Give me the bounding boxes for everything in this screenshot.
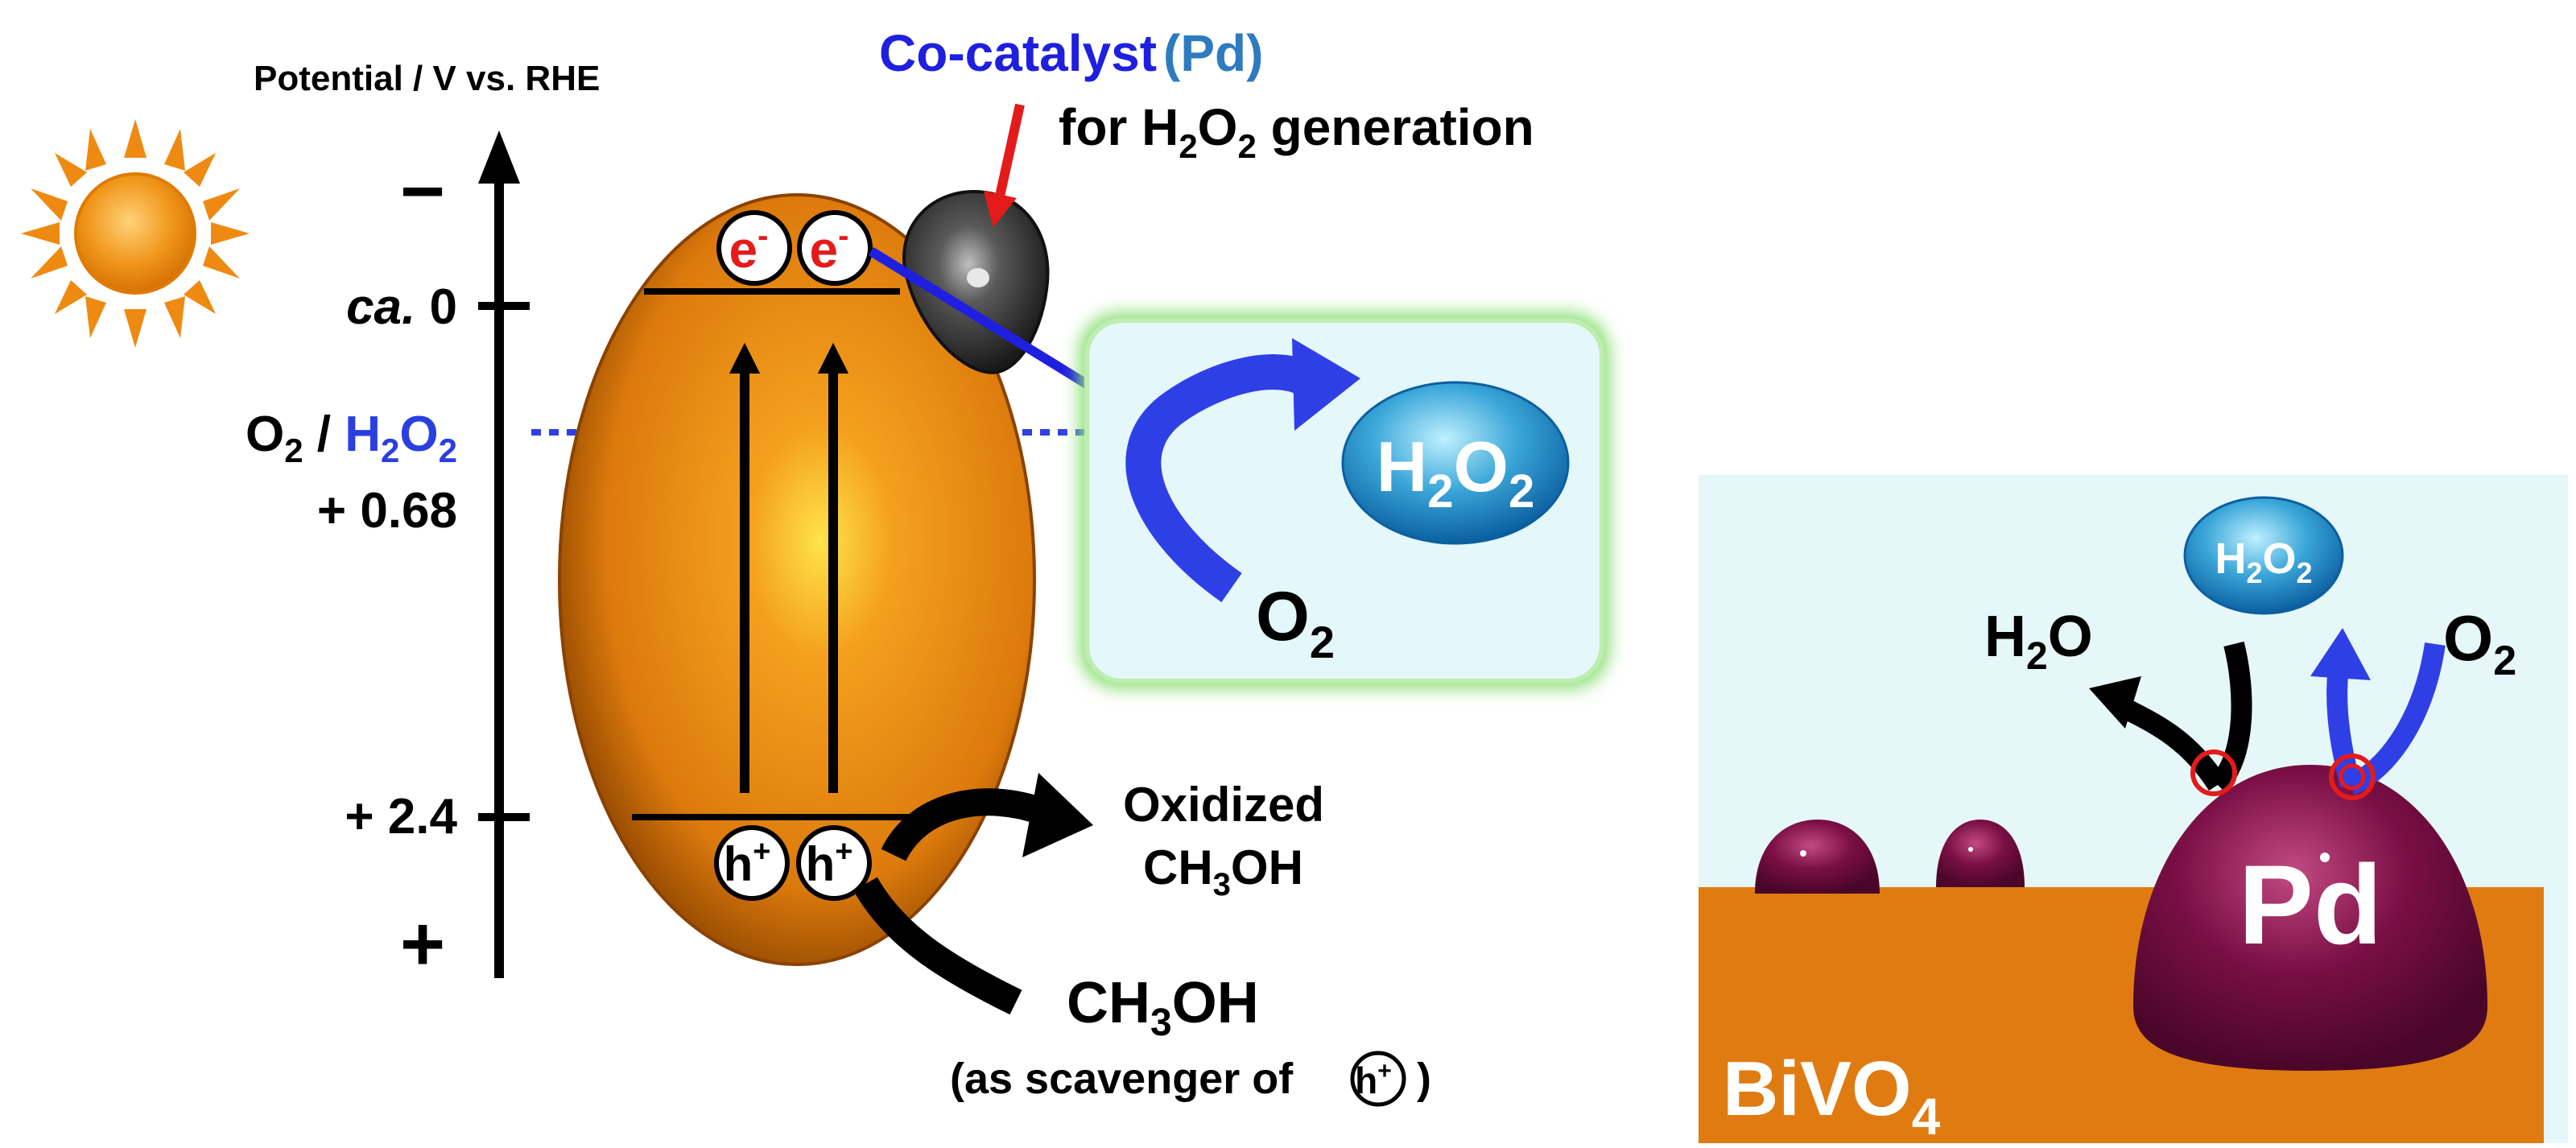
bivo4-label: BiVO4: [1723, 1046, 1941, 1146]
inset-o2-label: O2: [2443, 602, 2516, 684]
potential-axis: Potential / V vs. RHE − + ca. 0 O2 / H2O…: [246, 59, 600, 987]
h2o2-release-arrowhead: [2310, 628, 2371, 680]
cocatalyst-subtitle: for H2O2 generation: [1059, 98, 1534, 165]
inset-h2o-label: H2O: [1984, 605, 2093, 678]
svg-text:h+: h+: [1355, 1058, 1392, 1101]
inset-h2o2-label: H2O2: [2215, 535, 2312, 589]
level-o2-h2o2-label: O2 / H2O2: [246, 407, 457, 469]
bivo4-semiconductor: [558, 193, 1036, 966]
axis-title: Potential / V vs. RHE: [254, 59, 600, 98]
level-24-label: + 2.4: [345, 789, 457, 844]
svg-text:e-: e-: [810, 218, 849, 279]
active-site-circle-1: [2190, 750, 2237, 796]
hole-1: h+: [714, 825, 790, 901]
pd-surface-inset: Pd BiVO4 H2O O2 H2O2: [1699, 475, 2568, 1146]
svg-text:e-: e-: [729, 218, 769, 279]
h2o-release-arrowhead: [2089, 676, 2141, 729]
reduction-reaction-box: H2O2 O2: [1079, 312, 1610, 689]
o2-reactant-label: O2: [1256, 578, 1335, 667]
reduction-curve-arrow: [1125, 354, 1312, 603]
axis-minus-sign: −: [400, 148, 445, 234]
cocatalyst-pointer-arrow: [983, 103, 1025, 228]
h2o-release-curve: [2210, 641, 2252, 793]
svg-text:h+: h+: [724, 835, 771, 891]
level-068-label: + 0.68: [317, 483, 457, 539]
h2o2-product-drop: [1341, 381, 1570, 545]
hole-2: h+: [796, 825, 872, 901]
pd-particle-label: Pd: [2239, 841, 2383, 968]
inset-h2o2-drop: [2183, 496, 2344, 615]
reduction-arrowhead: [1292, 338, 1360, 431]
oxidized-label-line1: Oxidized: [1123, 778, 1324, 832]
active-site-circle-2: [2329, 754, 2376, 800]
axis-arrowhead: [478, 130, 520, 184]
scavenger-curve-line: [853, 877, 1022, 1015]
electron-1: e-: [716, 210, 792, 286]
scavenger-note-close: ): [1417, 1055, 1431, 1103]
axis-plus-sign: +: [400, 901, 445, 987]
oxidation-arrowhead: [1022, 773, 1093, 857]
electron-2: e-: [797, 210, 873, 286]
methanol-scavenger-label: CH3OH: [1067, 971, 1259, 1044]
svg-text:h+: h+: [806, 835, 853, 891]
large-pd-particle: [2133, 765, 2487, 1071]
scavenger-note: (as scavenger of: [950, 1055, 1294, 1103]
level-zero-label: ca. 0: [346, 279, 457, 335]
small-pd-particle-1: [1755, 820, 1880, 894]
cocatalyst-title: Co-catalyst(Pd): [879, 24, 1263, 82]
sun-icon: [21, 119, 250, 348]
oxidation-curve-arrow: [881, 788, 1051, 862]
oxidized-label-line2: CH3OH: [1143, 840, 1303, 902]
h2o2-product-label: H2O2: [1377, 427, 1535, 518]
small-pd-particle-2: [1936, 820, 2025, 887]
pd-cocatalyst-particle: [902, 189, 1050, 374]
hole-symbol-icon: h+: [1350, 1051, 1406, 1107]
